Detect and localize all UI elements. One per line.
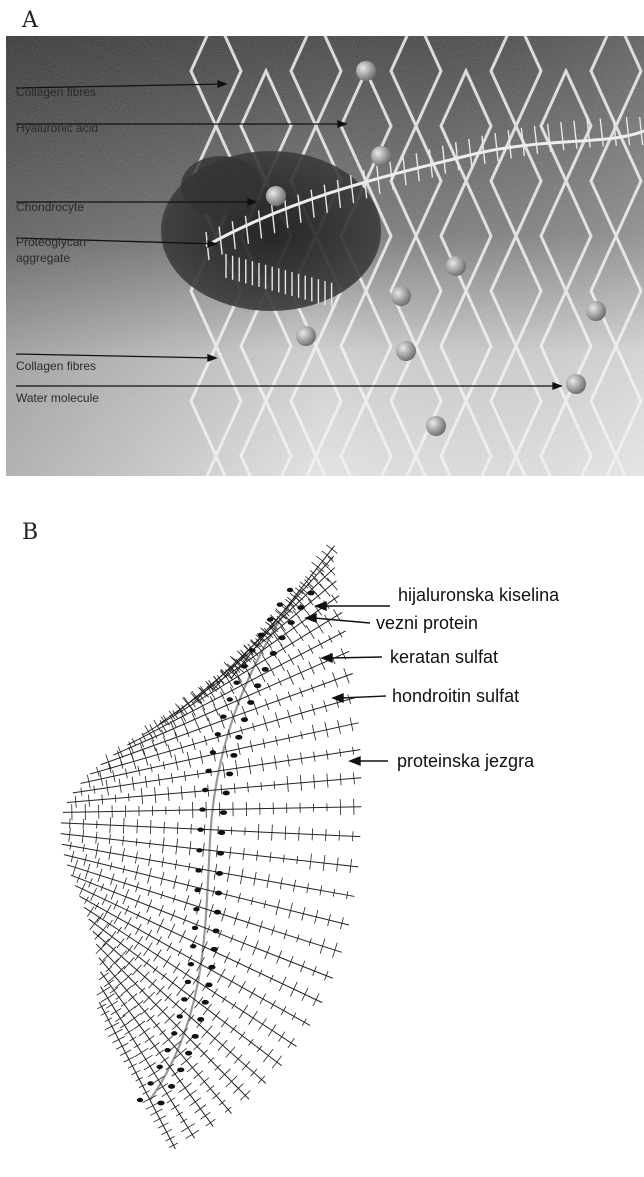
link-protein-dot — [188, 962, 194, 966]
link-protein-dot — [220, 714, 226, 718]
link-protein-dot — [199, 807, 205, 811]
link-protein-dot — [212, 929, 219, 934]
link-protein-dot — [181, 997, 187, 1001]
link-protein-dot — [226, 772, 233, 777]
annotation-proteoglycan-aggregate-2: aggregate — [16, 251, 70, 265]
chondrocyte-cell — [161, 151, 381, 311]
link-protein-dot — [270, 651, 277, 656]
arrow-line — [341, 696, 386, 698]
annotation-hondroitin-sulfat: hondroitin sulfat — [392, 686, 519, 706]
link-protein-dot — [214, 910, 221, 915]
chondroitin-comb — [113, 648, 349, 757]
link-protein-dot — [190, 944, 196, 948]
link-protein-dot — [307, 591, 314, 596]
panel-a-label: A — [22, 8, 38, 33]
link-protein-dot — [195, 868, 201, 872]
link-protein-dot — [171, 1031, 177, 1035]
panel-a-illustration: Collagen fibresHyaluronic acidChondrocyt… — [6, 36, 644, 476]
annotation-hyaluronic-acid: Hyaluronic acid — [16, 121, 98, 135]
proteoglycan-combs — [61, 545, 362, 1149]
link-protein-dot — [217, 851, 224, 856]
link-protein-dot — [278, 635, 285, 640]
link-protein-dot — [262, 667, 269, 672]
link-protein-dot — [197, 828, 203, 832]
water-molecule-ball — [396, 341, 416, 361]
link-protein-dot — [215, 732, 221, 736]
annotation-keratan-sulfat: keratan sulfat — [390, 647, 498, 667]
link-protein-dot — [220, 810, 227, 815]
link-protein-dot — [194, 888, 200, 892]
link-protein-dot — [215, 891, 222, 896]
water-molecule-ball — [296, 326, 316, 346]
link-protein-dot — [249, 648, 255, 652]
link-protein-dot — [241, 717, 248, 722]
link-protein-dot — [196, 848, 202, 852]
link-protein-dot — [254, 683, 261, 688]
link-protein-dot — [205, 982, 212, 987]
link-protein-dot — [202, 1000, 209, 1005]
link-protein-dot — [177, 1014, 183, 1018]
chondroitin-comb — [212, 556, 334, 691]
link-protein-dot — [297, 605, 304, 610]
link-protein-dot — [277, 602, 283, 606]
annotation-proteinska-jezgra: proteinska jezgra — [397, 751, 535, 771]
annotation-proteoglycan-aggregate-1: Proteoglycan — [16, 235, 86, 249]
water-molecule-ball — [266, 186, 286, 206]
link-protein-dot — [205, 769, 211, 773]
chondroitin-comb — [80, 717, 358, 788]
arrow-line — [314, 618, 370, 623]
link-protein-dot — [223, 791, 230, 796]
link-protein-dot — [233, 681, 239, 685]
water-molecule-ball — [566, 374, 586, 394]
annotation-vezni-protein: vezni protein — [376, 613, 478, 633]
link-protein-dot — [258, 633, 264, 637]
link-protein-dot — [247, 700, 254, 705]
link-protein-dot — [185, 980, 191, 984]
water-molecule-ball — [426, 416, 446, 436]
link-protein-dot — [157, 1065, 163, 1069]
water-molecule-ball — [446, 256, 466, 276]
link-protein-dot — [193, 907, 199, 911]
arrowhead — [350, 757, 360, 765]
link-protein-dot — [210, 750, 216, 754]
link-protein-dot — [168, 1084, 175, 1089]
annotation-collagen-fibres-top: Collagen fibres — [16, 85, 96, 99]
link-protein-dot — [227, 697, 233, 701]
link-protein-dot — [137, 1098, 143, 1102]
link-protein-dot — [147, 1081, 153, 1085]
link-protein-dot — [287, 588, 293, 592]
arrow-line — [330, 657, 382, 658]
link-protein-dot — [235, 735, 242, 740]
link-protein-dot — [267, 617, 273, 621]
link-protein-dot — [218, 830, 225, 835]
link-protein-dot — [197, 1017, 204, 1022]
link-protein-dot — [157, 1101, 164, 1106]
link-protein-dot — [211, 947, 218, 952]
annotation-water-molecule: Water molecule — [16, 391, 99, 405]
arrowhead — [333, 694, 343, 702]
annotation-chondrocyte: Chondrocyte — [16, 200, 84, 214]
link-protein-dot — [216, 871, 223, 876]
water-molecule-ball — [356, 61, 376, 81]
chondroitin-comb — [80, 896, 310, 1025]
link-protein-dot — [177, 1067, 184, 1072]
annotation-hijaluronska-kiselina: hijaluronska kiselina — [398, 585, 560, 605]
link-protein-dot — [185, 1051, 192, 1056]
panel-b-illustration: hijaluronska kiselina vezni protein kerata… — [0, 540, 644, 1177]
chondroitin-comb — [96, 944, 250, 1100]
link-protein-dot — [288, 620, 295, 625]
link-protein-dot — [192, 1034, 199, 1039]
link-protein-dot — [208, 965, 215, 970]
link-protein-dot — [202, 788, 208, 792]
link-protein-dot — [241, 664, 247, 668]
link-protein-dot — [164, 1048, 170, 1052]
link-protein-dot — [192, 926, 198, 930]
link-protein-dot — [230, 753, 237, 758]
water-molecule-ball — [391, 286, 411, 306]
annotation-collagen-fibres-bottom: Collagen fibres — [16, 359, 96, 373]
water-molecule-ball — [586, 301, 606, 321]
water-molecule-ball — [371, 146, 391, 166]
